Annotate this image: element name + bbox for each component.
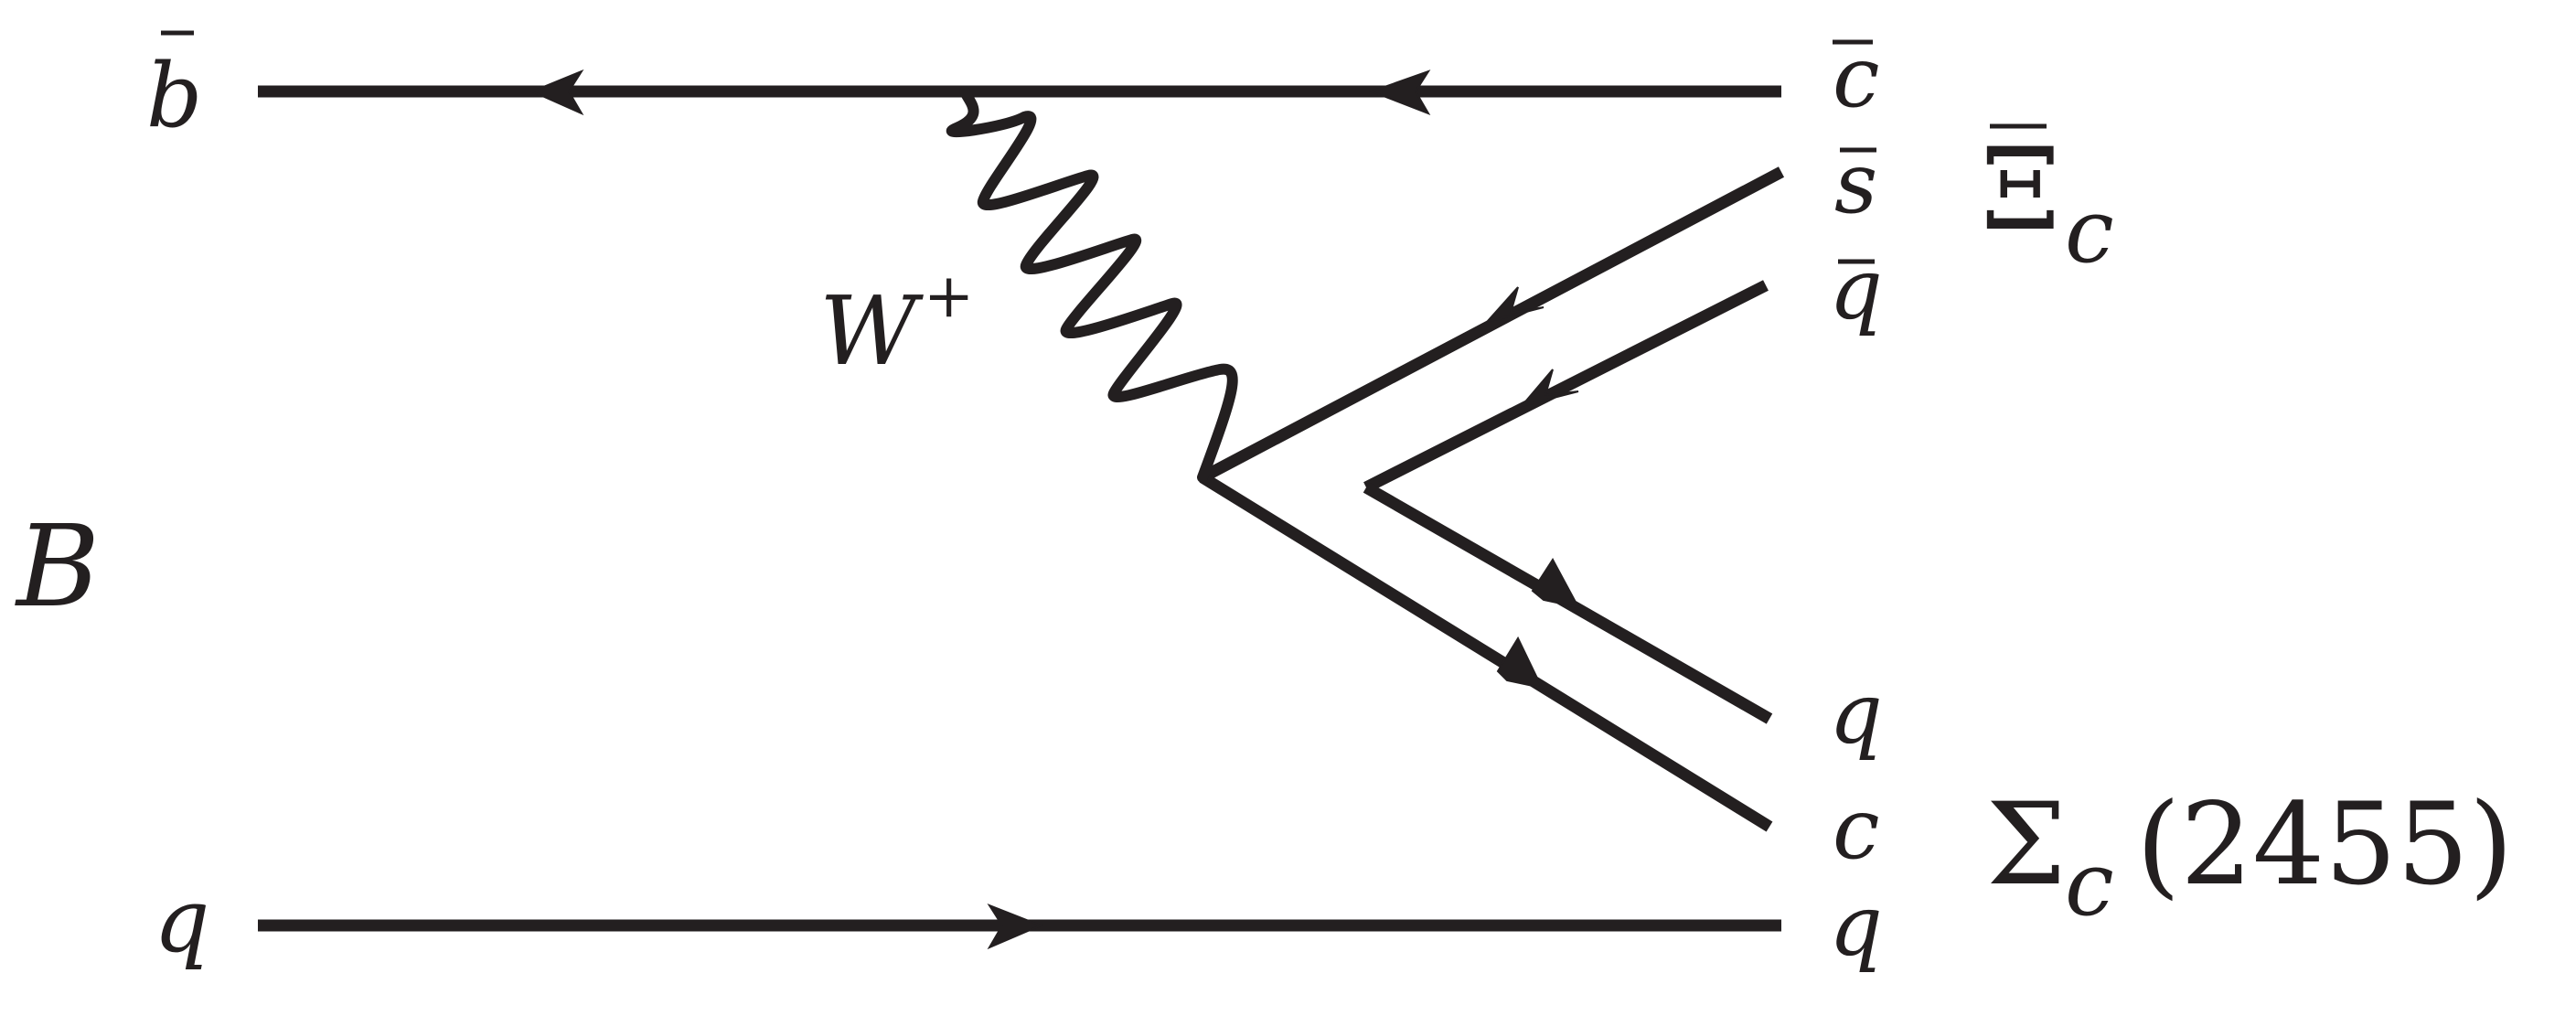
arrow-top-right (1369, 70, 1431, 115)
outgoing-top3-label: q (1829, 241, 1883, 338)
arrow-q (1531, 558, 1580, 609)
incoming-antiquark-label: b (146, 45, 202, 147)
arrow-bottom (987, 903, 1043, 950)
baryon-top-symbol: Ξ (1981, 124, 2060, 256)
baryon-top-subscript: c (2065, 180, 2114, 283)
c-quark-leg (1199, 472, 1773, 832)
outgoing-bot3-label: q (1829, 877, 1883, 975)
q-bar-leg (1363, 280, 1769, 493)
arrow-q-bar (1519, 369, 1579, 408)
incoming-quark-label: q (154, 870, 209, 972)
s-bar-leg (1199, 166, 1785, 483)
baryon-bottom-subscript: c (2065, 833, 2114, 936)
baryon-bottom-mass: (2455) (2136, 779, 2513, 911)
arrow-top-left (529, 69, 584, 116)
outgoing-top2-label: s (1834, 134, 1877, 232)
arrow-c (1496, 636, 1544, 690)
outgoing-bot1-label: q (1829, 665, 1883, 763)
w-boson-label: W (819, 275, 924, 387)
w-boson-line (946, 86, 1238, 483)
arrow-s-bar (1484, 286, 1545, 324)
outgoing-bot2-label: c (1833, 780, 1880, 878)
outgoing-top1-label: c (1833, 28, 1880, 126)
baryon-bottom-symbol: Σ (1986, 779, 2067, 911)
w-charge-label: + (924, 261, 974, 331)
meson-label: B (15, 501, 100, 633)
